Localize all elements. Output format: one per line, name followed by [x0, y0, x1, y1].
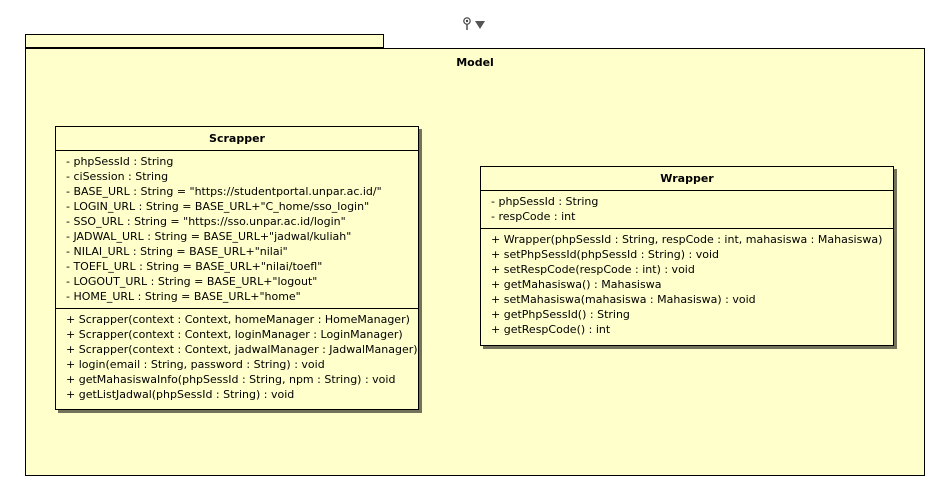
attribute: - ciSession : String	[66, 170, 169, 183]
attribute: - LOGIN_URL : String = BASE_URL+"C_home/…	[66, 200, 370, 213]
class-name: Wrapper	[481, 167, 893, 191]
method: + setMahasiswa(mahasiswa : Mahasiswa) : …	[491, 293, 756, 306]
attribute: - respCode : int	[491, 210, 576, 223]
attribute-compartment: - phpSessId : String - ciSession : Strin…	[56, 151, 418, 309]
package-tab	[25, 34, 384, 48]
class-scrapper[interactable]: Scrapper - phpSessId : String - ciSessio…	[55, 126, 419, 410]
attribute: - phpSessId : String	[66, 155, 174, 168]
method: + getRespCode() : int	[491, 323, 611, 336]
package-title: Model	[456, 56, 494, 69]
method: + getPhpSessId() : String	[491, 308, 630, 321]
diagram-toolbar	[462, 17, 485, 31]
method: + setRespCode(respCode : int) : void	[491, 263, 695, 276]
class-name: Scrapper	[56, 127, 418, 151]
attribute: - BASE_URL : String = "https://studentpo…	[66, 185, 382, 198]
method-compartment: + Wrapper(phpSessId : String, respCode :…	[481, 229, 893, 341]
method-compartment: + Scrapper(context : Context, homeManage…	[56, 309, 418, 406]
attribute: - LOGOUT_URL : String = BASE_URL+"logout…	[66, 275, 318, 288]
method: + Scrapper(context : Context, homeManage…	[66, 313, 410, 326]
method: + getListJadwal(phpSessId : String) : vo…	[66, 388, 295, 401]
attribute: - JADWAL_URL : String = BASE_URL+"jadwal…	[66, 230, 352, 243]
attribute: - phpSessId : String	[491, 195, 599, 208]
method: + getMahasiswaInfo(phpSessId : String, n…	[66, 373, 396, 386]
dropdown-arrow-icon[interactable]	[475, 20, 485, 29]
method: + getMahasiswa() : Mahasiswa	[491, 278, 662, 291]
method: + setPhpSessId(phpSessId : String) : voi…	[491, 248, 720, 261]
pin-icon[interactable]	[462, 17, 472, 31]
method: + Scrapper(context : Context, loginManag…	[66, 328, 403, 341]
method: + login(email : String, password : Strin…	[66, 358, 325, 371]
attribute: - HOME_URL : String = BASE_URL+"home"	[66, 290, 301, 303]
method: + Wrapper(phpSessId : String, respCode :…	[491, 233, 883, 246]
attribute-compartment: - phpSessId : String - respCode : int	[481, 191, 893, 229]
method: + Scrapper(context : Context, jadwalMana…	[66, 343, 418, 356]
class-wrapper[interactable]: Wrapper - phpSessId : String - respCode …	[480, 166, 894, 346]
attribute: - SSO_URL : String = "https://sso.unpar.…	[66, 215, 346, 228]
attribute: - NILAI_URL : String = BASE_URL+"nilai"	[66, 245, 288, 258]
attribute: - TOEFL_URL : String = BASE_URL+"nilai/t…	[66, 260, 323, 273]
